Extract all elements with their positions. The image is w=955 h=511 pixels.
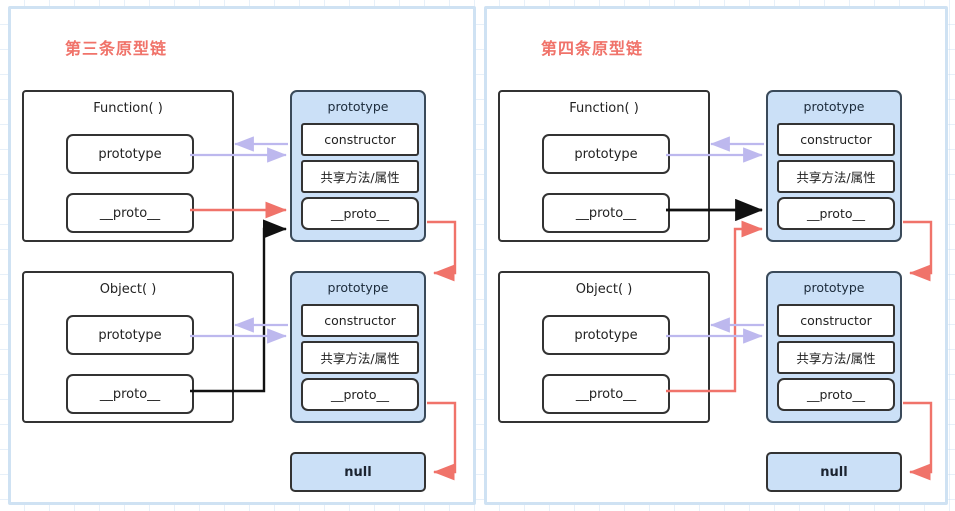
prototype-heading: prototype (327, 99, 389, 114)
function-prototype-object-left: prototype constructor 共享方法/属性 __proto__ (290, 90, 426, 242)
shared-methods-row: 共享方法/属性 (301, 160, 419, 193)
function-proto-slot-right: __proto__ (542, 193, 670, 233)
prototype-heading: prototype (327, 280, 389, 295)
constructor-row: constructor (777, 123, 895, 156)
function-constructor-box-right: Function( ) prototype __proto__ (498, 90, 710, 242)
panel-third-prototype-chain: 第三条原型链 (8, 6, 476, 505)
shared-methods-row: 共享方法/属性 (777, 341, 895, 374)
object-constructor-label: Object( ) (99, 282, 157, 297)
object-prototype-object-left: prototype constructor 共享方法/属性 __proto__ (290, 271, 426, 423)
constructor-row: constructor (301, 304, 419, 337)
shared-methods-row: 共享方法/属性 (777, 160, 895, 193)
object-constructor-box-right: Object( ) prototype __proto__ (498, 271, 710, 423)
null-box-right: null (766, 452, 902, 492)
panel-title-right: 第四条原型链 (541, 39, 644, 58)
proto-row: __proto__ (777, 197, 895, 230)
panel-fourth-prototype-chain: 第四条原型链 (484, 6, 948, 505)
panel-title-left: 第三条原型链 (65, 39, 168, 58)
constructor-row: constructor (301, 123, 419, 156)
prototype-heading: prototype (803, 280, 865, 295)
shared-methods-row: 共享方法/属性 (301, 341, 419, 374)
object-proto-slot-left: __proto__ (66, 374, 194, 414)
function-constructor-label: Function( ) (569, 101, 639, 116)
proto-row: __proto__ (777, 378, 895, 411)
object-constructor-label: Object( ) (575, 282, 633, 297)
object-prototype-slot-left: prototype (66, 315, 194, 355)
function-constructor-label: Function( ) (93, 101, 163, 116)
function-prototype-slot-right: prototype (542, 134, 670, 174)
object-constructor-box-left: Object( ) prototype __proto__ (22, 271, 234, 423)
function-constructor-box-left: Function( ) prototype __proto__ (22, 90, 234, 242)
proto-row: __proto__ (301, 378, 419, 411)
constructor-row: constructor (777, 304, 895, 337)
function-prototype-slot-left: prototype (66, 134, 194, 174)
proto-row: __proto__ (301, 197, 419, 230)
function-proto-slot-left: __proto__ (66, 193, 194, 233)
null-box-left: null (290, 452, 426, 492)
object-proto-slot-right: __proto__ (542, 374, 670, 414)
object-prototype-object-right: prototype constructor 共享方法/属性 __proto__ (766, 271, 902, 423)
object-prototype-slot-right: prototype (542, 315, 670, 355)
function-prototype-object-right: prototype constructor 共享方法/属性 __proto__ (766, 90, 902, 242)
prototype-heading: prototype (803, 99, 865, 114)
